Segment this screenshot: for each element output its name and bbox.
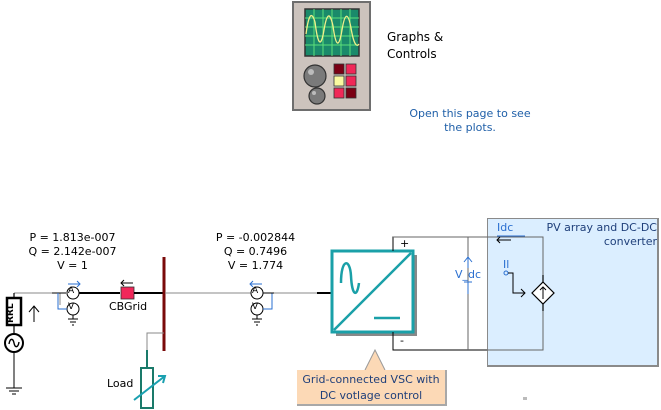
il-signal[interactable] xyxy=(503,270,526,298)
ground-icon xyxy=(6,387,22,395)
vsc-q-value: Q = 0.7496 xyxy=(223,245,288,258)
graphs-hint: Open this page to see the plots. xyxy=(395,107,545,135)
cbgrid-breaker[interactable] xyxy=(120,279,164,300)
sine-icon xyxy=(339,262,361,294)
rrl-label: RRL xyxy=(6,303,16,323)
vsc-callout: Grid-connected VSC with DC votlage contr… xyxy=(297,370,447,406)
waveform-icon xyxy=(305,14,360,46)
oscilloscope-grid xyxy=(305,9,359,56)
vsc-p-value: P = -0.002844 xyxy=(215,231,296,244)
graphs-controls-icon[interactable] xyxy=(292,1,371,111)
button-icon xyxy=(333,87,345,99)
pv-box-title: PV array and DC-DC converter xyxy=(530,221,657,249)
grid-voltmeter-label: V xyxy=(68,302,75,312)
variable-resistor-icon xyxy=(140,367,154,409)
graphs-label-line1: Graphs & xyxy=(387,30,444,44)
arrow-up-icon xyxy=(463,256,473,263)
vsc-meter-readout: P = -0.002844 Q = 0.7496 V = 1.774 xyxy=(203,231,308,273)
vdc-measurement[interactable] xyxy=(463,256,473,294)
arrow-left-icon xyxy=(120,279,133,287)
dc-minus-label: - xyxy=(400,334,404,347)
vdc-label: V_dc xyxy=(455,268,482,281)
vsc-ammeter-label: A xyxy=(252,286,259,296)
vsc-meter[interactable] xyxy=(248,280,332,326)
grid-meter[interactable] xyxy=(52,280,120,326)
grid-q-value: Q = 2.142e-007 xyxy=(28,245,117,258)
callout-line2: DC votlage control xyxy=(319,389,423,402)
ground-icon xyxy=(252,318,262,326)
hint-line2: the plots. xyxy=(444,121,496,134)
button-icon xyxy=(333,75,345,87)
arrow-left-icon xyxy=(496,236,511,244)
load-label: Load xyxy=(107,377,134,390)
button-icon xyxy=(333,63,345,75)
hint-line1: Open this page to see xyxy=(409,107,531,120)
arrow-up-icon xyxy=(28,305,40,322)
ground-icon xyxy=(68,318,78,326)
pv-title-line1: PV array and DC-DC xyxy=(546,221,657,234)
il-label: Il xyxy=(503,258,510,271)
grid-ammeter-label: A xyxy=(68,286,75,296)
arrow-right-icon xyxy=(68,280,81,288)
button-icon xyxy=(345,87,357,99)
button-icon xyxy=(345,75,357,87)
dc-plus-label: + xyxy=(400,237,410,250)
grid-p-value: P = 1.813e-007 xyxy=(29,231,116,244)
idc-label: Idc xyxy=(497,221,514,234)
breaker-label: CBGrid xyxy=(109,300,148,313)
callout-pointer xyxy=(364,348,386,371)
dependent-current-source[interactable] xyxy=(531,275,555,311)
graphs-label-line2: Controls xyxy=(387,47,437,61)
grid-v-value: V = 1 xyxy=(57,259,88,272)
arrow-left-icon xyxy=(249,280,262,288)
button-icon xyxy=(345,63,357,75)
graphs-controls-label[interactable]: Graphs & Controls xyxy=(387,29,443,63)
callout-line1: Grid-connected VSC with xyxy=(302,373,440,386)
load[interactable] xyxy=(133,332,167,409)
vsc-v-value: V = 1.774 xyxy=(227,259,284,272)
vsc-voltmeter-label: V xyxy=(252,302,259,312)
grid-meter-readout: P = 1.813e-007 Q = 2.142e-007 V = 1 xyxy=(20,231,125,273)
vsc-converter[interactable] xyxy=(330,236,543,351)
marker-dot xyxy=(523,397,527,400)
pv-title-line2: converter xyxy=(603,235,657,248)
